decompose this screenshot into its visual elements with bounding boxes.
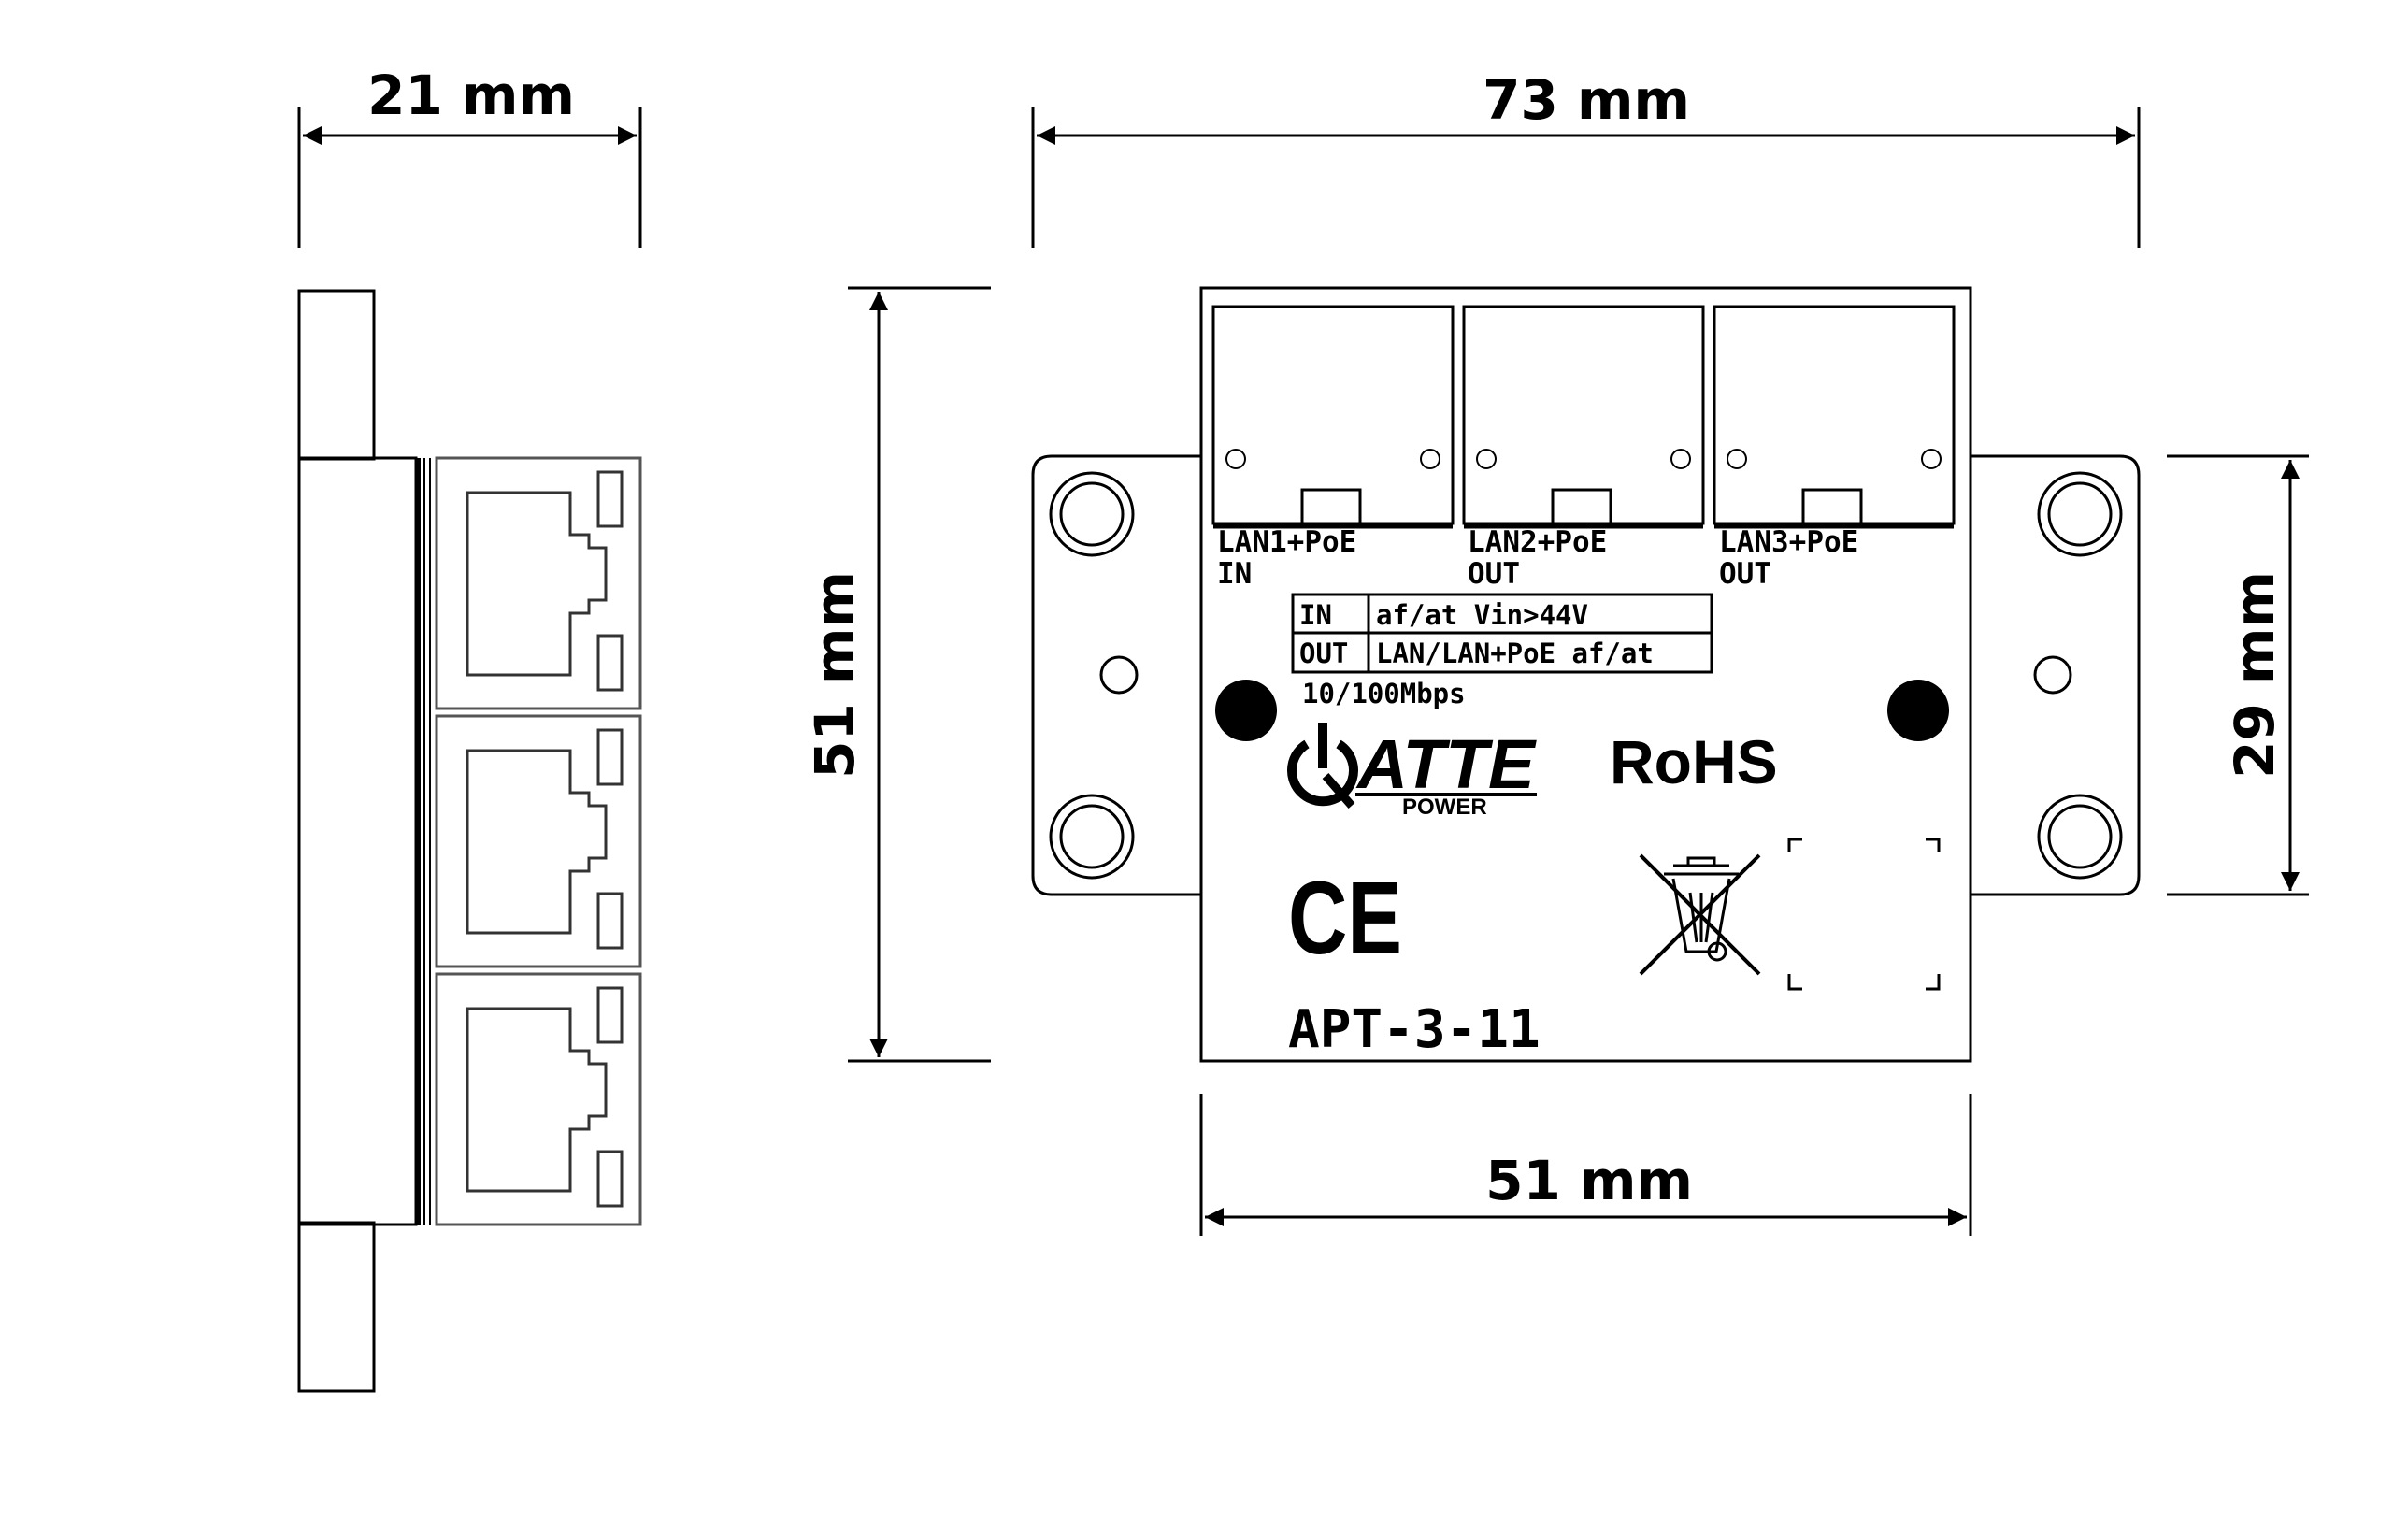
spec-in-value: af/at Vin>44V xyxy=(1376,599,1588,631)
port-3-role: OUT xyxy=(1719,557,1771,591)
rj45-side-icon xyxy=(466,728,624,950)
small-hole-icon xyxy=(1099,655,1139,695)
dim-side-width-label: 21 mm xyxy=(367,64,575,127)
side-port-2 xyxy=(435,714,642,968)
atte-logo: ATTE POWER xyxy=(1287,723,1538,820)
rj45-side-icon xyxy=(466,470,624,692)
spec-out-value: LAN/LAN+PoE af/at xyxy=(1376,638,1654,669)
rj45-side-icon xyxy=(466,986,624,1208)
dim-mount-height xyxy=(2167,454,2309,896)
port-2 xyxy=(1462,305,1705,529)
dim-body-height-label: 51 mm xyxy=(803,571,867,779)
mount-hole-icon xyxy=(2037,471,2123,557)
logo-main-text: ATTE xyxy=(1355,725,1538,803)
dim-total-width xyxy=(1031,107,2141,248)
dim-total-width-label: 73 mm xyxy=(1483,68,1690,132)
side-body xyxy=(297,456,418,1226)
dim-body-width xyxy=(1199,1094,1972,1236)
device-body xyxy=(1199,286,1972,1063)
port-2-label: LAN2+PoE xyxy=(1468,525,1607,559)
screw-dot-icon xyxy=(1215,680,1277,741)
rohs-mark: RoHS xyxy=(1610,727,1778,796)
atte-power-icon xyxy=(1287,723,1358,809)
spec-table xyxy=(1291,593,1713,674)
side-port-3 xyxy=(435,972,642,1226)
side-view xyxy=(297,289,642,1393)
model-label: APT-3-11 xyxy=(1288,999,1541,1060)
side-ports xyxy=(435,456,642,1226)
port-3 xyxy=(1713,305,1956,529)
mount-holes xyxy=(1049,471,2123,880)
front-ports xyxy=(1211,305,1956,529)
screw-dot-icon xyxy=(1887,680,1949,741)
right-mount-ear xyxy=(1971,454,2141,896)
ce-mark: CE xyxy=(1288,861,1402,976)
dim-body-width-label: 51 mm xyxy=(1485,1149,1693,1212)
spec-in-key: IN xyxy=(1299,599,1332,631)
port-1-label: LAN1+PoE xyxy=(1217,525,1356,559)
mount-hole-icon xyxy=(1049,794,1135,880)
dim-body-height xyxy=(848,286,991,1063)
front-view xyxy=(1031,286,2141,1063)
side-flange-top xyxy=(297,289,376,461)
port-1-role: IN xyxy=(1217,557,1252,591)
port-3-label: LAN3+PoE xyxy=(1719,525,1858,559)
mount-hole-icon xyxy=(2037,794,2123,880)
port-2-role: OUT xyxy=(1468,557,1520,591)
left-mount-ear xyxy=(1031,454,1201,896)
dim-side-width xyxy=(297,107,642,248)
label-area-brackets xyxy=(1787,838,1941,991)
mount-hole-icon xyxy=(1049,471,1135,557)
side-flange-bottom xyxy=(297,1221,376,1393)
dim-mount-height-label: 29 mm xyxy=(2223,571,2286,779)
spec-speed: 10/100Mbps xyxy=(1302,678,1466,709)
spec-out-key: OUT xyxy=(1299,638,1348,669)
port-1 xyxy=(1211,305,1455,529)
weee-bin-icon xyxy=(1639,853,1761,976)
small-hole-icon xyxy=(2033,655,2072,695)
logo-sub-text: POWER xyxy=(1402,795,1487,820)
side-port-1 xyxy=(435,456,642,710)
